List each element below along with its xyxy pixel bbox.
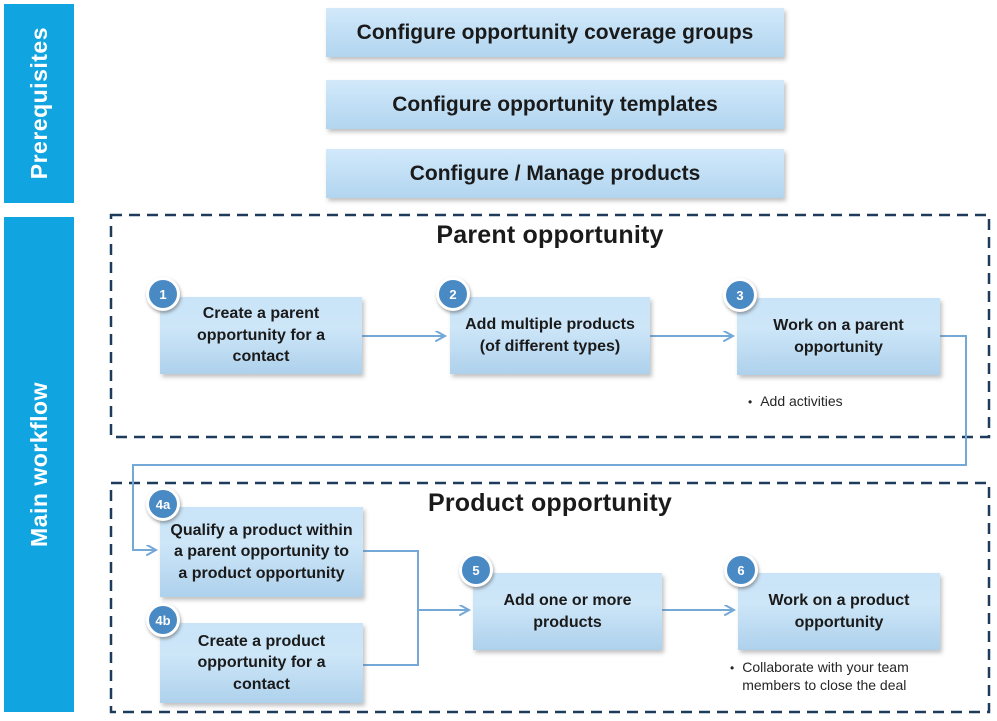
bracket-step4a-4b	[363, 550, 419, 666]
step-1-create-parent-opportunity[interactable]: Create a parent opportunity for a contac…	[146, 277, 362, 374]
prereq-box-label: Configure opportunity coverage groups	[356, 20, 754, 44]
step-number-badge: 6	[724, 553, 758, 587]
step-3-note: • Add activities	[748, 393, 928, 411]
step-box[interactable]: Qualify a product within a parent opport…	[160, 507, 363, 597]
step-box[interactable]: Work on a parent opportunity	[737, 298, 940, 375]
parent-opportunity-title: Parent opportunity	[436, 221, 664, 249]
step-6-note: • Collaborate with your team members to …	[730, 659, 925, 695]
step-number-badge: 4a	[146, 487, 180, 521]
step-label: Create a product opportunity for a conta…	[197, 632, 326, 693]
prerequisites-bar-label: Prerequisites	[25, 27, 52, 180]
step-box[interactable]: Work on a product opportunity	[738, 573, 940, 650]
step-number-badge: 2	[436, 277, 470, 311]
step-box[interactable]: Create a parent opportunity for a contac…	[160, 297, 362, 374]
prereq-box-label: Configure / Manage products	[409, 161, 701, 185]
main-workflow-bar: Main workflow	[4, 217, 74, 712]
step-label: Work on a parent opportunity	[773, 316, 904, 356]
step-number-badge: 5	[459, 553, 493, 587]
step-label: Work on a product opportunity	[768, 591, 910, 631]
bullet-icon: •	[730, 661, 735, 675]
bullet-icon: •	[748, 395, 753, 409]
prereq-box-coverage-groups[interactable]: Configure opportunity coverage groups	[326, 8, 784, 57]
step-6-work-on-product-opportunity[interactable]: Work on a product opportunity 6 • Collab…	[724, 553, 940, 693]
step-number-badge: 4b	[146, 603, 180, 637]
step-label: Add one or more products	[503, 591, 632, 631]
step-label: Qualify a product within a parent opport…	[170, 521, 353, 582]
step-4b-create-product-opportunity[interactable]: Create a product opportunity for a conta…	[146, 603, 363, 703]
step-3-work-on-parent-opportunity[interactable]: Work on a parent opportunity 3 • Add act…	[723, 278, 940, 409]
prereq-box-templates[interactable]: Configure opportunity templates	[326, 80, 784, 129]
prereq-box-label: Configure opportunity templates	[392, 92, 718, 116]
step-box[interactable]: Create a product opportunity for a conta…	[160, 623, 363, 703]
note-text: Add activities	[760, 393, 843, 409]
step-box[interactable]: Add one or more products	[473, 573, 662, 650]
step-number-badge: 3	[723, 278, 757, 312]
note-text: Collaborate with your team members to cl…	[742, 659, 909, 693]
step-label: Add multiple products (of different type…	[465, 315, 635, 355]
main-workflow-bar-label: Main workflow	[25, 382, 52, 547]
step-box[interactable]: Add multiple products (of different type…	[450, 297, 650, 374]
step-2-add-multiple-products[interactable]: Add multiple products (of different type…	[436, 277, 650, 374]
step-4a-qualify-product[interactable]: Qualify a product within a parent opport…	[146, 487, 363, 597]
prerequisites-bar: Prerequisites	[4, 4, 74, 203]
step-5-add-products[interactable]: Add one or more products 5	[459, 553, 662, 650]
step-label: Create a parent opportunity for a contac…	[197, 305, 325, 366]
step-number-badge: 1	[146, 277, 180, 311]
prereq-box-products[interactable]: Configure / Manage products	[326, 149, 784, 198]
